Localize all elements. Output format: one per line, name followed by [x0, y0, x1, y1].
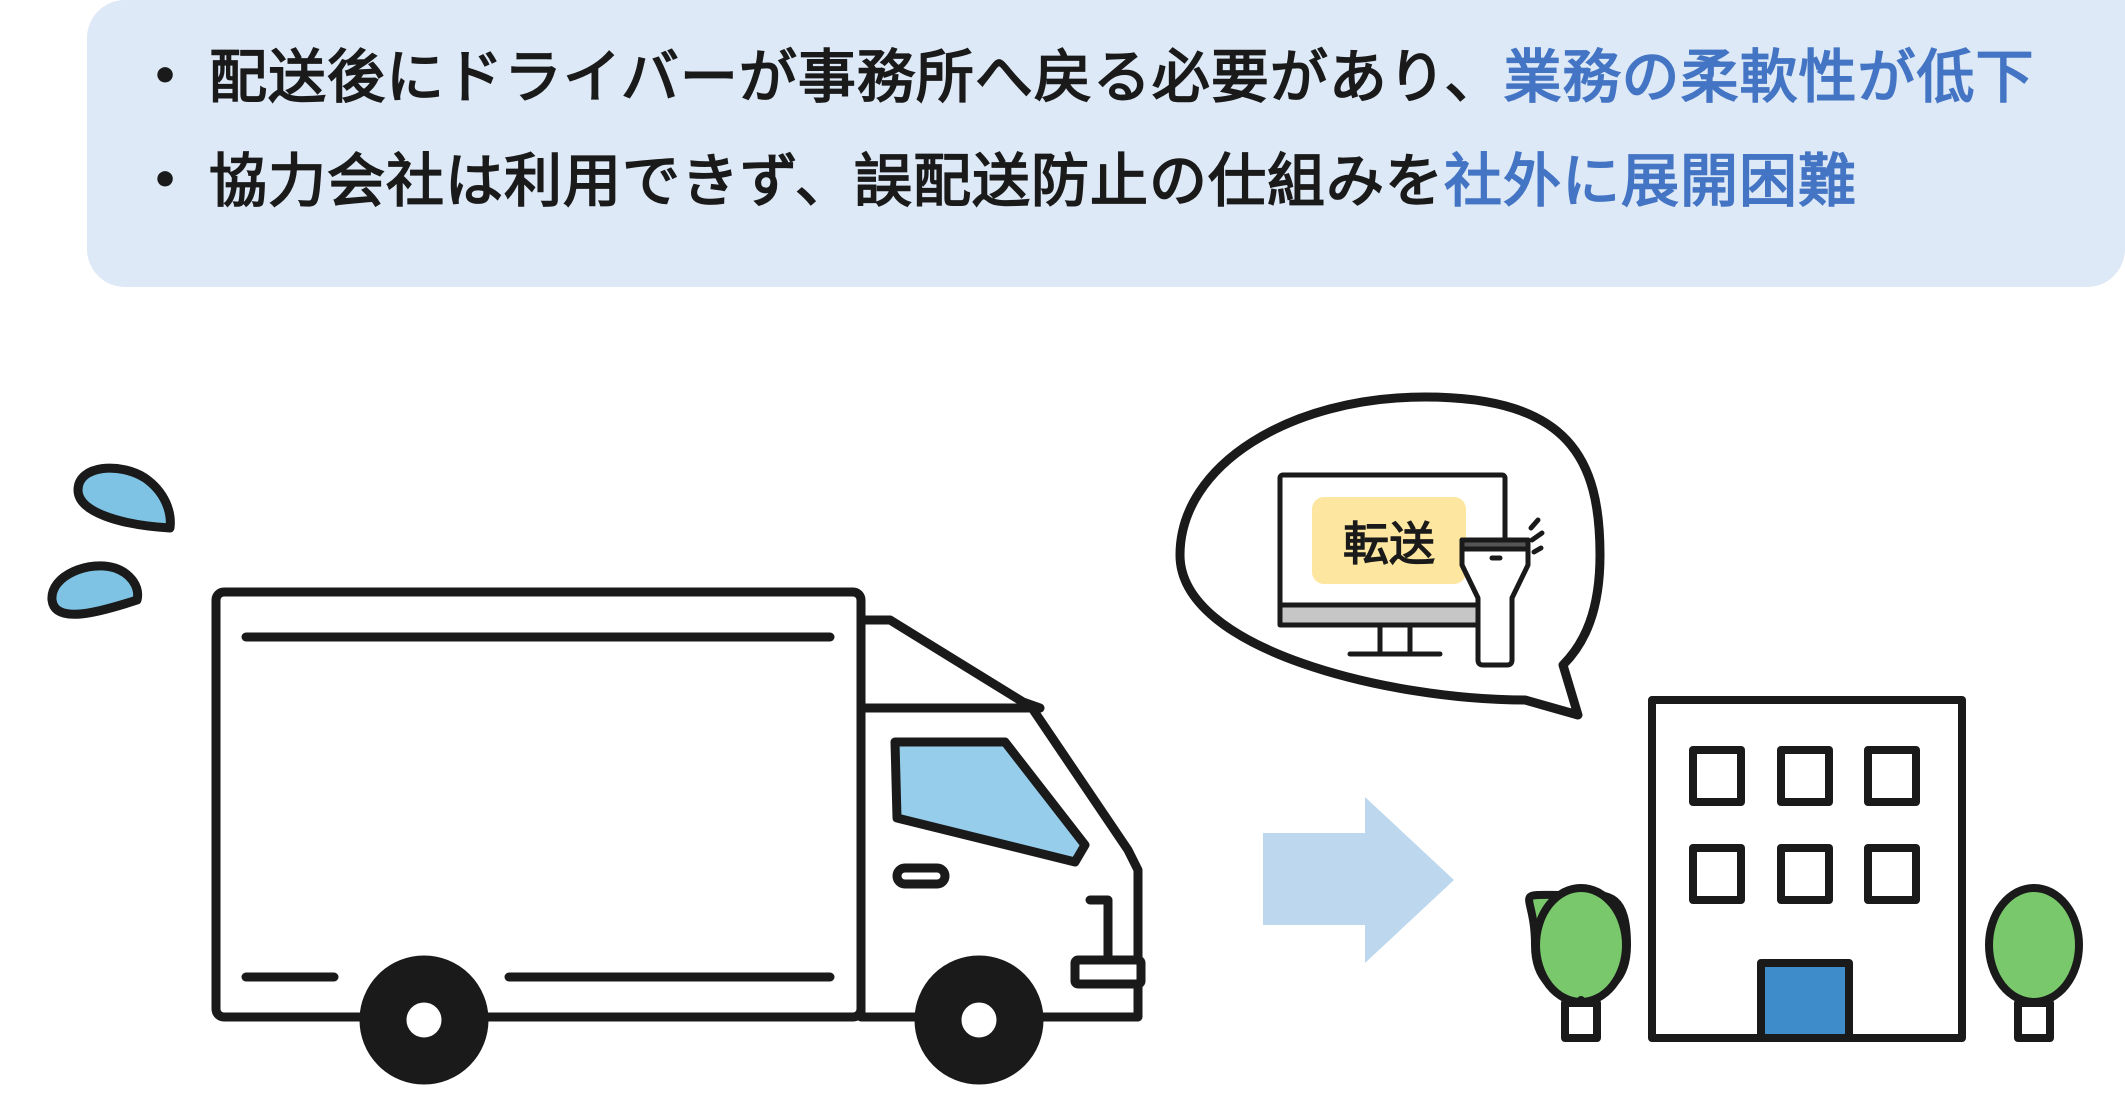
bullet-text-2: 協力会社は利用できず、誤配送防止の仕組みを: [209, 147, 1444, 215]
bullet-highlight-1: 業務の柔軟性が低下: [1503, 43, 2035, 111]
barcode-scanner-icon: [1459, 517, 1545, 668]
tree-icon: [1525, 884, 1631, 1042]
bullet-highlight-2: 社外に展開困難: [1443, 147, 1857, 215]
bullet-line-1: • 配送後にドライバーが事務所へ戻る必要があり、業務の柔軟性が低下: [151, 42, 2125, 112]
arrow-right-icon: [1263, 797, 1454, 963]
bullet-line-2: • 協力会社は利用できず、誤配送防止の仕組みを社外に展開困難: [151, 146, 2125, 216]
sweat-drop-icon: [47, 561, 143, 619]
screen-label-text: 転送: [1343, 517, 1435, 571]
bullet-dot: •: [151, 155, 181, 206]
sweat-drop-icon: [73, 463, 175, 533]
screen-label-box: [1312, 497, 1466, 584]
info-box: • 配送後にドライバーが事務所へ戻る必要があり、業務の柔軟性が低下 • 協力会社は利…: [87, 0, 2125, 287]
bullet-dot: •: [151, 51, 181, 102]
office-building-icon: [1648, 696, 1966, 1042]
bullet-text-1: 配送後にドライバーが事務所へ戻る必要があり、: [209, 43, 1504, 111]
truck-icon: [211, 587, 1146, 1085]
tree-icon: [1985, 884, 2083, 1042]
